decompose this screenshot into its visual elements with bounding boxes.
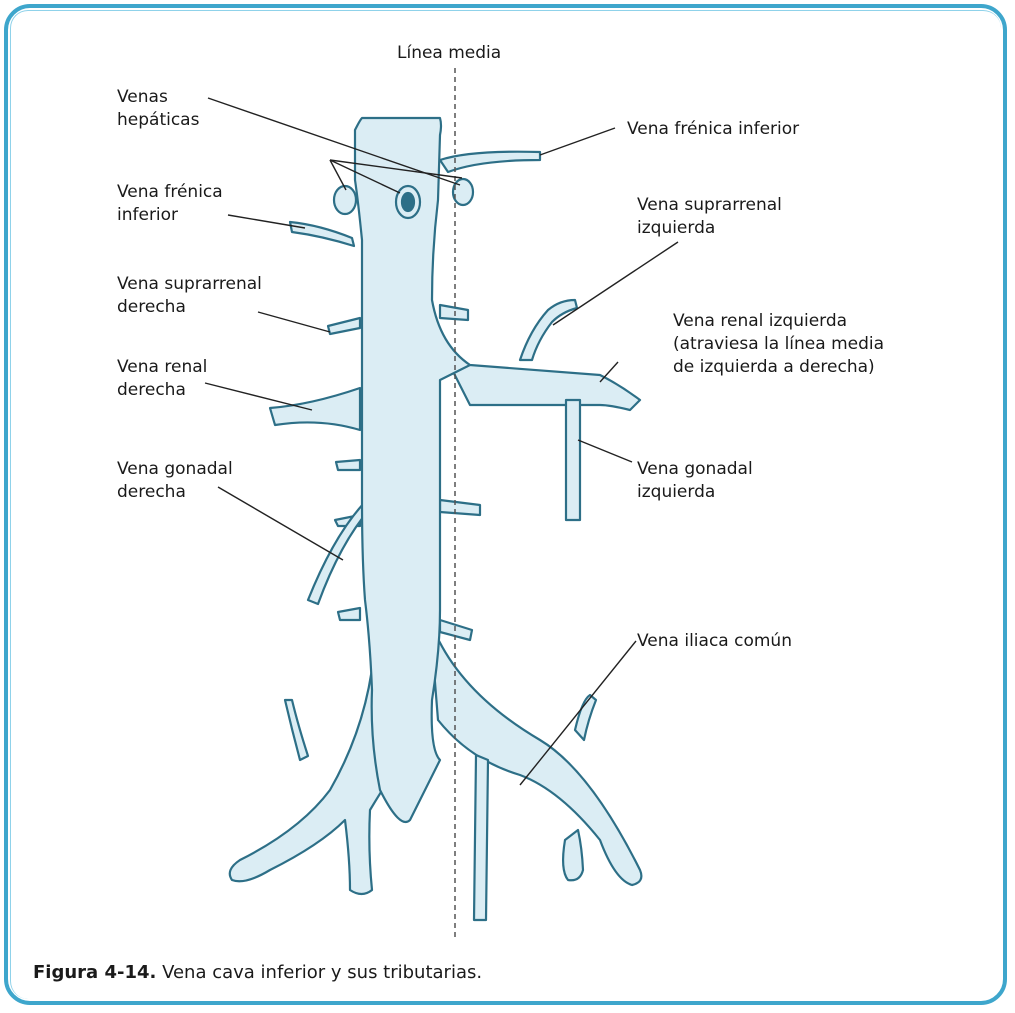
label-common-iliac: Vena iliaca común	[637, 630, 792, 653]
label-left-gonadal: Vena gonadal izquierda	[637, 458, 753, 504]
label-left-renal: Vena renal izquierda (atraviesa la línea…	[673, 310, 884, 379]
figure-caption-text: Vena cava inferior y sus tributarias.	[156, 962, 482, 983]
label-right-renal: Vena renal derecha	[117, 356, 207, 402]
hepatic-vein-opening-1	[334, 186, 356, 214]
midline-label: Línea media	[397, 42, 501, 65]
label-right-gonadal: Vena gonadal derecha	[117, 458, 233, 504]
label-hepatic-veins: Venas hepáticas	[117, 86, 199, 132]
right-phrenic-vein	[290, 222, 354, 246]
left-gonadal-vein	[566, 400, 580, 520]
label-right-suprarenal: Vena suprarrenal derecha	[117, 273, 262, 319]
label-right-inferior-phrenic: Vena frénica inferior	[117, 181, 223, 227]
label-left-inferior-phrenic: Vena frénica inferior	[627, 118, 799, 141]
label-left-suprarenal: Vena suprarrenal izquierda	[637, 194, 782, 240]
figure-number: Figura 4-14.	[33, 962, 156, 983]
right-renal-vein	[270, 388, 360, 430]
figure-caption: Figura 4-14. Vena cava inferior y sus tr…	[33, 962, 482, 983]
left-common-iliac	[430, 620, 641, 885]
right-suprarenal-vein	[328, 318, 360, 334]
left-suprarenal-vein	[520, 300, 577, 360]
